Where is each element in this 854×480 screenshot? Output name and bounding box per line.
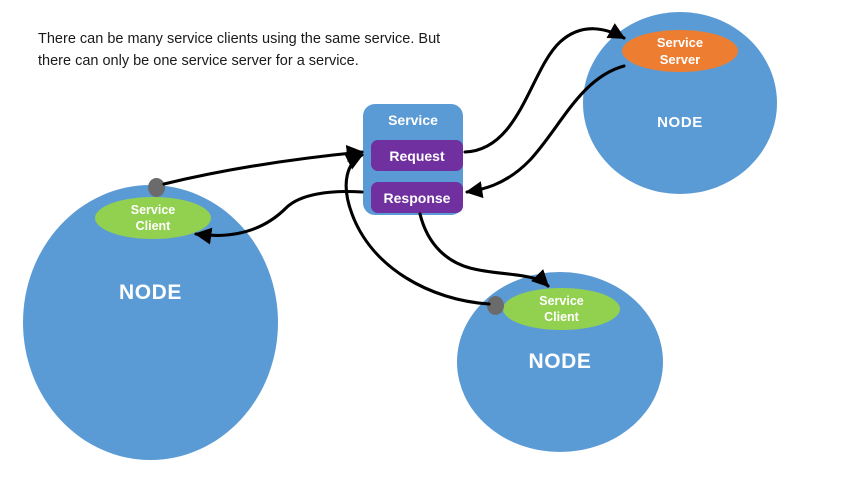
node-top-right-label: NODE (657, 114, 703, 131)
caption-text: There can be many service clients using … (38, 31, 441, 70)
service-client-left-label-line2: Client (135, 219, 171, 233)
service-client-ellipse-bottom[interactable]: Service Client (503, 288, 620, 330)
connector-dot-bottom-client (487, 296, 504, 315)
node-bottom-label: NODE (528, 350, 592, 373)
service-client-bottom-label-line2: Client (544, 310, 579, 324)
service-client-ellipse-left[interactable]: Service Client (95, 197, 211, 239)
service-client-left-label-line1: Service (130, 202, 176, 217)
service-server-label-line1: Service (656, 34, 704, 50)
service-client-bottom-label-line1: Service (539, 293, 584, 308)
response-box[interactable]: Response (371, 182, 463, 213)
node-bottom: NODE (457, 272, 663, 452)
service-server-label-line2: Server (659, 52, 701, 67)
service-title: Service (388, 112, 438, 128)
request-box[interactable]: Request (371, 140, 463, 171)
service-server-ellipse[interactable]: Service Server (622, 30, 738, 72)
service-box[interactable]: Service Request Response (363, 104, 463, 215)
connector-dot-left-client (148, 178, 165, 197)
edge-left-client-to-request (162, 144, 364, 186)
node-left-label: NODE (118, 281, 183, 304)
